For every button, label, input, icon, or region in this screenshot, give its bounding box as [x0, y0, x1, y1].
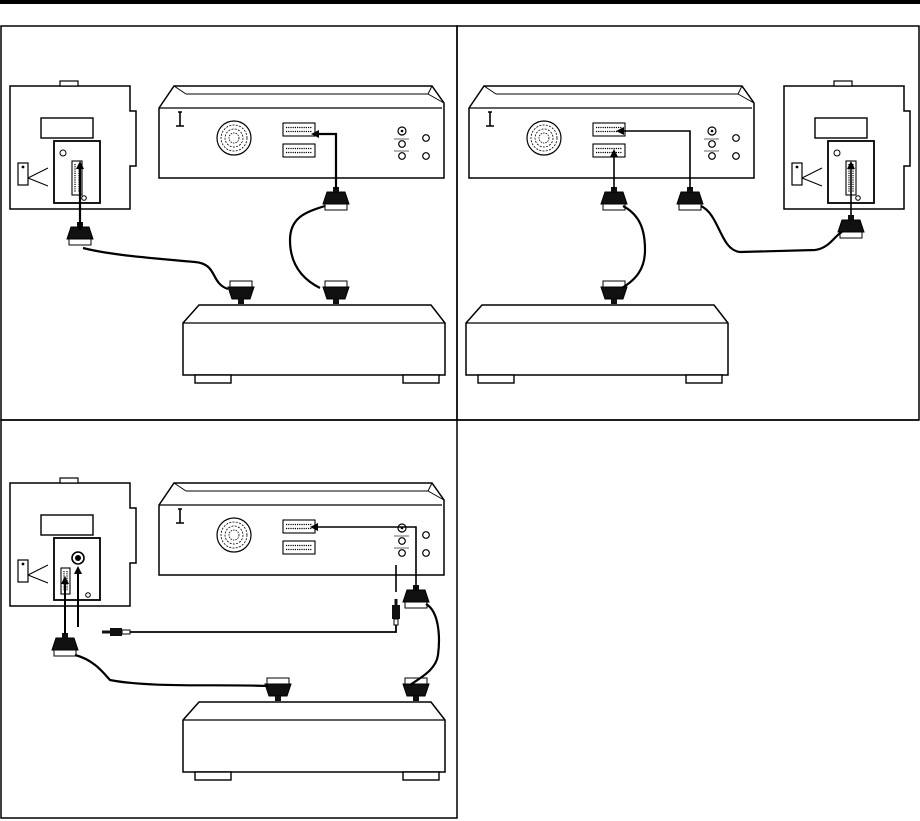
recorder-rear [469, 86, 754, 178]
scart-plug-icon [52, 633, 78, 656]
tv-rear [784, 81, 910, 209]
scart-plug-icon [323, 281, 349, 304]
recorder-rear [159, 86, 444, 178]
scart-plug-icon [838, 215, 864, 238]
tv-rear [10, 478, 136, 606]
panel-frames [1, 26, 919, 818]
scart-cable-recorder-to-box [410, 604, 439, 685]
scart-cable-tv-to-box [83, 248, 228, 289]
scart-plug-icon [601, 281, 627, 304]
external-box [183, 305, 445, 383]
scart-plug-icon [323, 187, 349, 210]
scart-plug-icon [228, 281, 254, 304]
scart-cable-recorder-to-tv [701, 206, 842, 252]
external-box [466, 305, 728, 383]
panel-top-left [10, 81, 445, 383]
rca-plug-icon [102, 628, 130, 636]
recorder-rear [159, 483, 444, 575]
scart-cable-recorder-to-box [290, 206, 325, 288]
scart-cable-recorder-to-box [622, 206, 645, 288]
scart-cable-tv-to-box [75, 655, 268, 686]
tv-rear [10, 81, 136, 209]
rca-cable-tv-to-recorder [130, 625, 396, 632]
panel-bottom-left [10, 478, 445, 780]
rca-plug-icon [392, 599, 400, 625]
external-box [183, 702, 445, 780]
scart-plug-icon [677, 187, 703, 210]
scart-plug-icon [265, 678, 291, 701]
header-rule [0, 0, 920, 4]
panel-top-right [466, 81, 910, 383]
